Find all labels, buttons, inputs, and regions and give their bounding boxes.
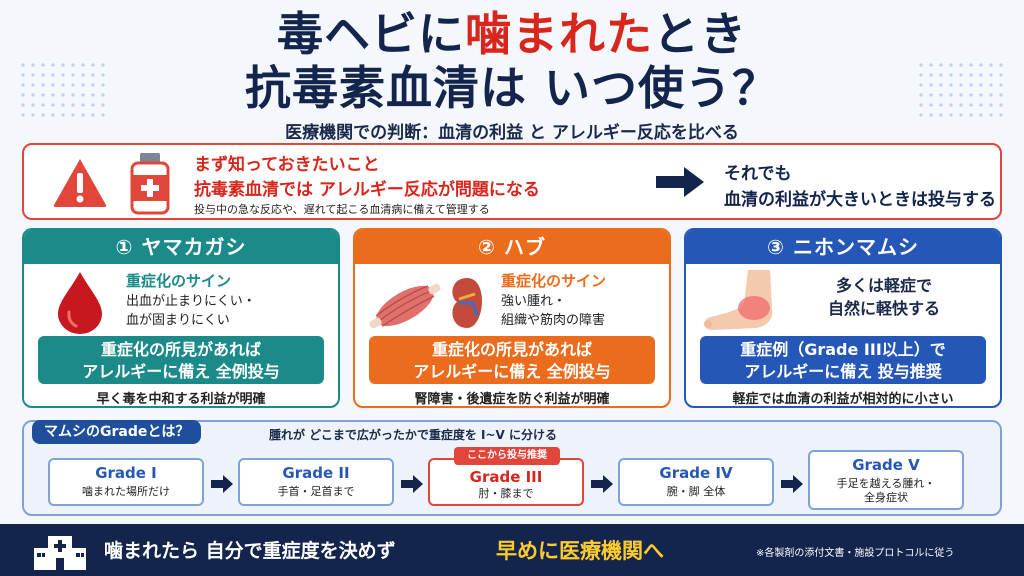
desc-line2: 組織や筋肉の障害 — [501, 313, 606, 328]
grade-tag: マムシのGradeとは？ — [32, 420, 202, 444]
grade-text-2: 全身症状 — [864, 491, 908, 504]
medicine-bottle-icon — [130, 153, 170, 215]
desc-line2: 血が固まりにくい — [126, 313, 230, 328]
grade-3-box: ここから投与推奨 Grade III 肘・膝まで — [428, 447, 584, 506]
card-header: ③ ニホンマムシ — [686, 230, 1000, 264]
arrow-right-icon — [401, 475, 423, 493]
arrow-right-icon — [656, 167, 704, 197]
grade-text: 手首・足首まで — [277, 485, 355, 498]
grade-1-box: Grade I 噛まれた場所だけ — [48, 458, 204, 506]
notice-right-line2: 血清の利益が大きいときは投与する — [724, 190, 996, 210]
grade-5-box: Grade V 手足を越える腫れ・ 全身症状 — [808, 450, 964, 510]
grade-text: 手足を越える腫れ・ — [836, 477, 936, 490]
warning-icon — [53, 159, 107, 207]
decor-dots-right — [916, 60, 1006, 120]
card-habu: ② ハブ 重症化のサイン 強い腫れ・ 組織や筋肉の障害 重症化の所見があれば ア… — [353, 228, 671, 408]
grade-panel: マムシのGradeとは？ 腫れが どこまで広がったかで重症度を I~V に分ける… — [22, 420, 1002, 516]
arrow-right-icon — [781, 475, 803, 493]
main-title-line1: 毒ヘビに噛まれたとき — [0, 6, 1024, 62]
footer-bar: 噛まれたら 自分で重症度を決めず 早めに医療機関へ ※各製剤の添付文書・施設プロ… — [0, 524, 1024, 576]
grade-text: 肘・膝まで — [478, 487, 534, 500]
hospital-icon — [34, 536, 86, 570]
card-footer: 腎障害・後遺症を防ぐ利益が明確 — [414, 392, 610, 407]
main-title-line2: 抗毒素血清は いつ使う？ — [244, 61, 779, 115]
card-footer: 軽症では血清の利益が相対的に小さい — [732, 392, 954, 407]
grade-label: Grade I — [95, 464, 157, 482]
box-line1: 重症化の所見があれば — [100, 340, 261, 359]
mild-description: 多くは軽症で 自然に軽快する — [794, 274, 974, 320]
card-header: ② ハブ — [355, 230, 669, 264]
muscle-kidney-icon — [369, 278, 483, 329]
notice-right-line1: それでも — [724, 164, 792, 184]
arrow-right-icon — [211, 475, 233, 493]
subtitle: 医療機関での判断：血清の利益 と アレルギー反応を比べる — [285, 123, 739, 143]
grade-description: 腫れが どこまで広がったかで重症度を I~V に分ける — [269, 428, 557, 442]
recommendation-box: 重症化の所見があれば アレルギーに備え 全例投与 — [38, 336, 324, 384]
box-line1: 重症例（Grade III以上）で — [740, 340, 946, 359]
grade-label: Grade V — [852, 456, 920, 474]
title-part-c: とき — [653, 7, 747, 61]
grade-text: 腕・脚 全体 — [666, 485, 726, 498]
box-line2: アレルギーに備え 全例投与 — [413, 362, 611, 381]
footer-highlight: 早めに医療機関へ — [496, 539, 664, 563]
sign-description: 強い腫れ・ 組織や筋肉の障害 — [501, 292, 605, 330]
card-footer: 早く毒を中和する利益が明確 — [96, 392, 266, 407]
card-yamakagashi: ① ヤマカガシ 重症化のサイン 出血が止まりにくい・ 血が固まりにくい 重症化の… — [22, 228, 340, 408]
sign-description: 出血が止まりにくい・ 血が固まりにくい — [126, 292, 256, 330]
notice-main: 抗毒素血清では アレルギー反応が問題になる — [194, 180, 540, 200]
sign-title: 重症化のサイン — [126, 272, 232, 290]
mild-line2: 自然に軽快する — [827, 299, 940, 318]
box-line2: アレルギーに備え 全例投与 — [82, 362, 280, 381]
notice-note: 投与中の急な反応や、遅れて起こる血清病に備えて管理する — [194, 203, 490, 216]
desc-line1: 出血が止まりにくい・ — [126, 294, 256, 309]
card-header: ① ヤマカガシ — [24, 230, 338, 264]
grade-text: 噛まれた場所だけ — [82, 485, 170, 498]
notice-heading: まず知っておきたいこと — [194, 155, 380, 175]
box-line2: アレルギーに備え 投与推奨 — [744, 362, 942, 381]
grade-label: Grade IV — [659, 464, 733, 482]
arrow-right-icon — [591, 475, 613, 493]
box-line1: 重症化の所見があれば — [431, 340, 592, 359]
card-nihon-mamushi: ③ ニホンマムシ 多くは軽症で 自然に軽快する 重症例（Grade III以上）… — [684, 228, 1002, 408]
grade-label: Grade II — [282, 464, 350, 482]
title-highlight: 噛まれた — [465, 7, 653, 61]
grade-label: Grade III — [469, 468, 543, 486]
footer-message: 噛まれたら 自分で重症度を決めず — [104, 540, 396, 562]
decor-dots-left — [18, 60, 108, 120]
footer-note: ※各製剤の添付文書・施設プロトコルに従う — [756, 548, 955, 559]
grade-2-box: Grade II 手首・足首まで — [238, 458, 394, 506]
notice-panel: まず知っておきたいこと 抗毒素血清では アレルギー反応が問題になる 投与中の急な… — [22, 143, 1002, 220]
recommendation-box: 重症化の所見があれば アレルギーに備え 全例投与 — [369, 336, 655, 384]
desc-line1: 強い腫れ・ — [501, 294, 567, 309]
mild-line1: 多くは軽症で — [835, 276, 932, 295]
start-badge: ここから投与推奨 — [454, 447, 560, 465]
swollen-foot-icon — [704, 270, 773, 330]
blood-drop-icon — [58, 272, 102, 334]
grade-4-box: Grade IV 腕・脚 全体 — [618, 458, 774, 506]
recommendation-box: 重症例（Grade III以上）で アレルギーに備え 投与推奨 — [700, 336, 986, 384]
sign-title: 重症化のサイン — [501, 272, 607, 290]
title-part-a: 毒ヘビに — [277, 7, 465, 61]
